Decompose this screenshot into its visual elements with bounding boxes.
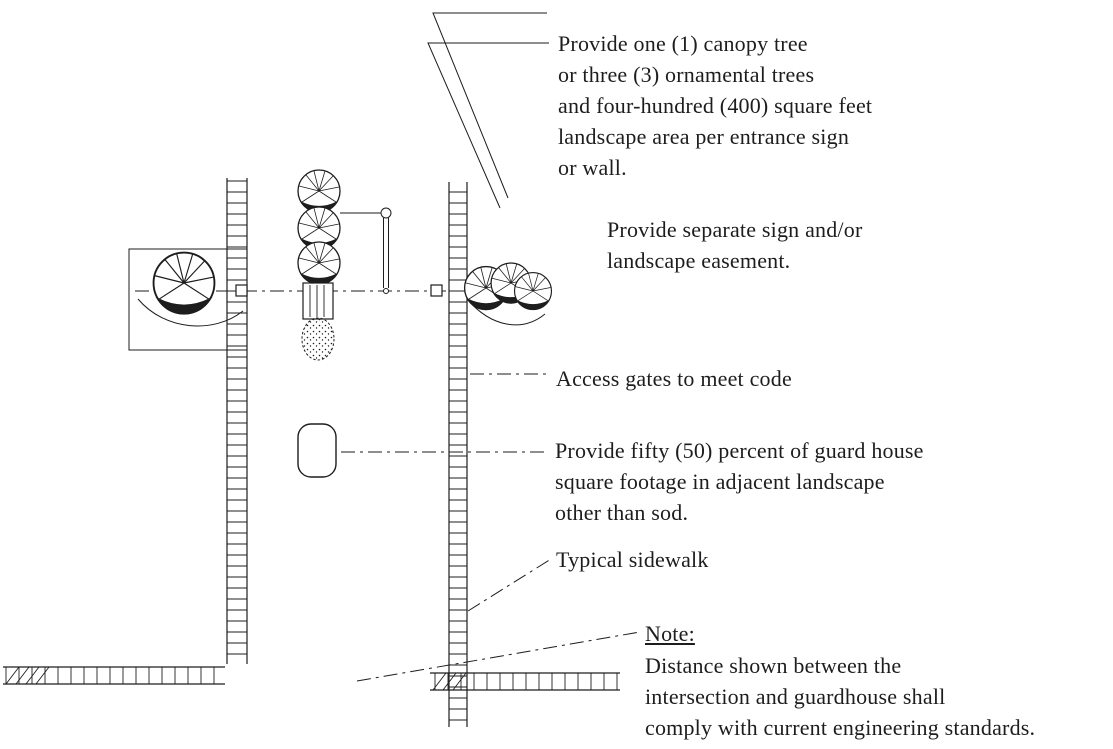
annotation-guard-house-landscape: Provide fifty (50) percent of guard hous… [555,438,924,525]
gate-post-symbol-left [235,284,248,297]
annotation-canopy-tree: Provide one (1) canopy tree or three (3)… [558,31,873,180]
canopy-tree-symbol [152,251,216,315]
annotation-sign-easement: Provide separate sign and/or landscape e… [607,217,863,273]
landscape-easement-outline [128,248,248,351]
left-boundary-wall-hatch [226,178,248,664]
landscape-bed-edge-left [137,298,244,327]
annotation-typical-sidewalk: Typical sidewalk [556,547,709,572]
ornamental-tree-group-right [463,262,553,311]
annotation-note-body: Distance shown between the intersection … [645,653,1036,740]
leader-note [356,631,641,682]
gate-post-symbol-right [430,284,443,297]
leader-lines [341,12,641,682]
sidewalk-hatch-left [3,666,225,685]
ornamental-tree-group-middle [297,169,341,285]
leader-typical-sidewalk [467,558,552,612]
annotation-note-title: Note: [645,621,695,646]
leader-canopy-tree-b [427,42,549,209]
annotation-access-gates: Access gates to meet code [556,366,792,391]
sidewalk-hatch-middle [430,672,620,691]
right-boundary-wall-hatch [448,182,468,727]
entrance-sign-wall-symbol [302,282,334,320]
access-gate-symbol [340,207,392,294]
groundcover-stipple-symbol [301,317,335,361]
guard-house-symbol [297,423,337,478]
leader-canopy-tree-a [432,12,547,199]
